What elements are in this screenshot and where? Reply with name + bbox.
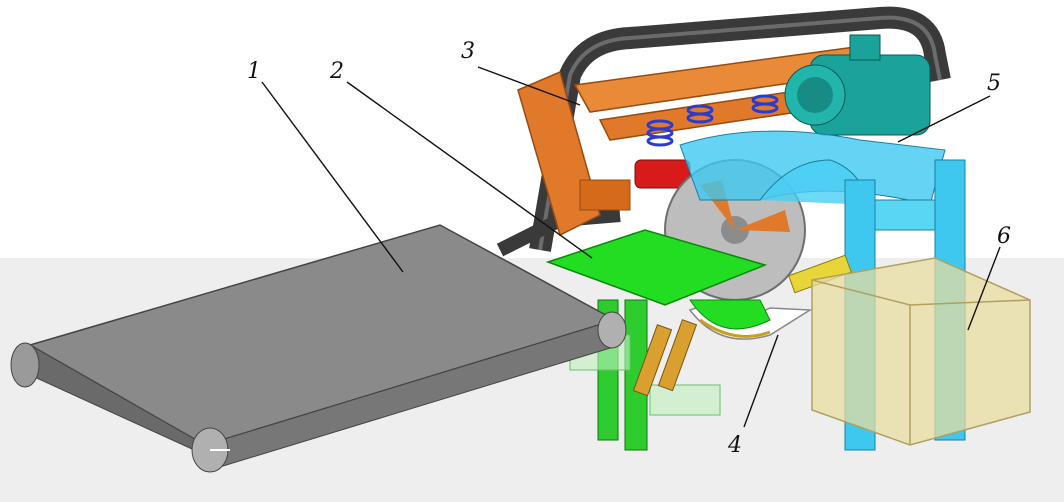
- leader-3: [477, 66, 581, 106]
- leader-1: [261, 81, 404, 273]
- label-4: 4: [727, 433, 742, 458]
- part-labels: 1 2 3 4 5 6: [247, 39, 1011, 458]
- label-5: 5: [987, 71, 1001, 96]
- springs: [646, 94, 779, 147]
- leader-6: [967, 246, 1001, 331]
- red-cylinder: [634, 159, 691, 189]
- leader-2: [346, 81, 593, 259]
- label-2: 2: [329, 59, 344, 84]
- conveyor: [10, 224, 627, 473]
- label-1: 1: [247, 59, 261, 84]
- label-6: 6: [997, 224, 1011, 249]
- leader-4: [743, 334, 779, 428]
- motor: [784, 34, 931, 136]
- leader-lines: [261, 66, 1001, 428]
- feed-table: [545, 229, 771, 451]
- leader-5: [897, 95, 991, 143]
- label-3: 3: [461, 39, 475, 64]
- collection-bin: [811, 257, 1031, 446]
